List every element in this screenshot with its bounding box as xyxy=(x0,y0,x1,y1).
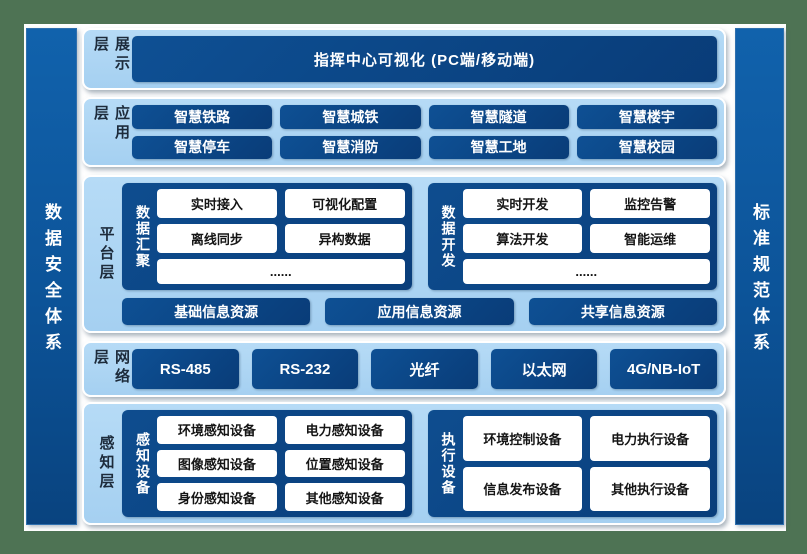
app-box-smart-fire: 智慧消防 xyxy=(280,135,421,159)
network-grid: RS-485 RS-232 光纤 以太网 4G/NB-IoT xyxy=(132,349,717,389)
layer-panel-platform: 平台层 数据汇聚 实时接入 可视化配置 离线同步 异构数据 ...... xyxy=(82,175,726,333)
item-other-sensing: 其他感知设备 xyxy=(284,483,405,511)
layer-label-display-text: 展示层 xyxy=(92,36,130,74)
data-development-label: 数据开发 xyxy=(435,189,463,284)
layer-body-application: 智慧铁路 智慧城铁 智慧隧道 智慧楼宇 智慧停车 智慧消防 智慧工地 智慧校园 xyxy=(132,105,717,159)
item-intelligent-om: 智能运维 xyxy=(590,224,710,253)
item-info-publish: 信息发布设备 xyxy=(462,466,583,511)
layer-panel-display: 展示层 指挥中心可视化 (PC端/移动端) xyxy=(82,28,726,90)
sensing-devices-label-text: 感知设备 xyxy=(135,431,151,496)
standards-bar-title: 标准规范体系 xyxy=(750,203,769,359)
resource-shared-info: 共享信息资源 xyxy=(528,298,717,325)
layer-body-platform: 数据汇聚 实时接入 可视化配置 离线同步 异构数据 ...... 数据开发 xyxy=(122,183,717,325)
data-development-group: 数据开发 实时开发 监控告警 算法开发 智能运维 ...... xyxy=(427,183,717,290)
standards-bar: 标准规范体系 xyxy=(735,28,784,525)
data-development-items: 实时开发 监控告警 算法开发 智能运维 ...... xyxy=(462,189,710,284)
command-center-box: 指挥中心可视化 (PC端/移动端) xyxy=(132,36,717,82)
app-box-smart-railway: 智慧铁路 xyxy=(132,105,273,129)
item-algo-dev: 算法开发 xyxy=(462,224,583,253)
layer-label-network: 网络层 xyxy=(90,349,132,389)
item-realtime-access: 实时接入 xyxy=(157,189,277,218)
data-security-bar-title: 数据安全体系 xyxy=(42,203,61,359)
execution-devices-label-text: 执行设备 xyxy=(440,431,457,496)
application-grid: 智慧铁路 智慧城铁 智慧隧道 智慧楼宇 智慧停车 智慧消防 智慧工地 智慧校园 xyxy=(132,105,717,159)
sensing-devices-label: 感知设备 xyxy=(129,416,157,511)
net-box-rs232: RS-232 xyxy=(251,349,359,389)
layer-body-display: 指挥中心可视化 (PC端/移动端) xyxy=(132,36,717,82)
data-aggregation-label: 数据汇聚 xyxy=(129,189,157,284)
item-monitor-alert: 监控告警 xyxy=(590,189,710,218)
app-box-smart-building: 智慧楼宇 xyxy=(576,105,717,129)
layer-label-display: 展示层 xyxy=(90,36,132,82)
layer-body-network: RS-485 RS-232 光纤 以太网 4G/NB-IoT xyxy=(132,349,717,389)
layer-label-network-text: 网络层 xyxy=(92,349,130,387)
layer-panel-network: 网络层 RS-485 RS-232 光纤 以太网 4G/NB-IoT xyxy=(82,341,726,397)
execution-devices-items: 环境控制设备 电力执行设备 信息发布设备 其他执行设备 xyxy=(462,416,710,511)
platform-groups: 数据汇聚 实时接入 可视化配置 离线同步 异构数据 ...... 数据开发 xyxy=(122,183,717,290)
sensing-devices-group: 感知设备 环境感知设备 电力感知设备 图像感知设备 位置感知设备 身份感知设备 … xyxy=(122,410,412,517)
item-env-control: 环境控制设备 xyxy=(462,416,583,461)
item-realtime-dev: 实时开发 xyxy=(462,189,583,218)
item-power-exec: 电力执行设备 xyxy=(590,416,710,461)
item-identity-sensing: 身份感知设备 xyxy=(157,483,277,511)
perception-groups: 感知设备 环境感知设备 电力感知设备 图像感知设备 位置感知设备 身份感知设备 … xyxy=(122,410,717,517)
item-power-sensing: 电力感知设备 xyxy=(284,416,405,444)
app-box-smart-site: 智慧工地 xyxy=(428,135,569,159)
item-agg-more: ...... xyxy=(157,259,405,284)
net-box-ethernet: 以太网 xyxy=(490,349,598,389)
app-box-smart-campus: 智慧校园 xyxy=(576,135,717,159)
layer-panel-perception: 感知层 感知设备 环境感知设备 电力感知设备 图像感知设备 位置感知设备 身份感… xyxy=(82,402,726,525)
item-hetero-data: 异构数据 xyxy=(284,224,405,253)
platform-column: 数据汇聚 实时接入 可视化配置 离线同步 异构数据 ...... 数据开发 xyxy=(122,183,717,325)
layer-panel-application: 应用层 智慧铁路 智慧城铁 智慧隧道 智慧楼宇 智慧停车 智慧消防 智慧工地 智… xyxy=(82,97,726,167)
data-aggregation-group: 数据汇聚 实时接入 可视化配置 离线同步 异构数据 ...... xyxy=(122,183,412,290)
data-aggregation-label-text: 数据汇聚 xyxy=(135,204,151,269)
data-security-bar: 数据安全体系 xyxy=(26,28,77,525)
net-box-fiber: 光纤 xyxy=(371,349,478,389)
resource-row: 基础信息资源 应用信息资源 共享信息资源 xyxy=(122,298,717,325)
layer-label-perception-text: 感知层 xyxy=(97,435,115,492)
item-other-exec: 其他执行设备 xyxy=(590,466,710,511)
item-visual-config: 可视化配置 xyxy=(284,189,405,218)
layer-body-perception: 感知设备 环境感知设备 电力感知设备 图像感知设备 位置感知设备 身份感知设备 … xyxy=(122,410,717,517)
layer-label-platform: 平台层 xyxy=(90,183,122,325)
data-development-label-text: 数据开发 xyxy=(440,204,457,269)
item-offline-sync: 离线同步 xyxy=(157,224,277,253)
layer-label-application-text: 应用层 xyxy=(92,105,130,143)
sensing-devices-items: 环境感知设备 电力感知设备 图像感知设备 位置感知设备 身份感知设备 其他感知设… xyxy=(157,416,405,511)
app-box-smart-parking: 智慧停车 xyxy=(132,135,273,159)
item-image-sensing: 图像感知设备 xyxy=(157,449,277,478)
slide-background: 数据安全体系 标准规范体系 展示层 指挥中心可视化 (PC端/移动端) 应用层 … xyxy=(24,24,786,531)
item-env-sensing: 环境感知设备 xyxy=(157,416,277,444)
execution-devices-label: 执行设备 xyxy=(435,416,463,511)
execution-devices-group: 执行设备 环境控制设备 电力执行设备 信息发布设备 其他执行设备 xyxy=(427,410,717,517)
resource-basic-info: 基础信息资源 xyxy=(122,298,311,325)
net-box-4g-nbiot: 4G/NB-IoT xyxy=(610,349,717,389)
net-box-rs485: RS-485 xyxy=(132,349,239,389)
resource-app-info: 应用信息资源 xyxy=(325,298,514,325)
layer-label-application: 应用层 xyxy=(90,105,132,159)
layer-label-perception: 感知层 xyxy=(90,410,122,517)
data-aggregation-items: 实时接入 可视化配置 离线同步 异构数据 ...... xyxy=(157,189,405,284)
app-box-smart-tunnel: 智慧隧道 xyxy=(428,105,569,129)
app-box-smart-metro: 智慧城铁 xyxy=(280,105,421,129)
item-dev-more: ...... xyxy=(462,259,710,284)
item-location-sensing: 位置感知设备 xyxy=(284,449,405,478)
layer-label-platform-text: 平台层 xyxy=(97,225,115,283)
